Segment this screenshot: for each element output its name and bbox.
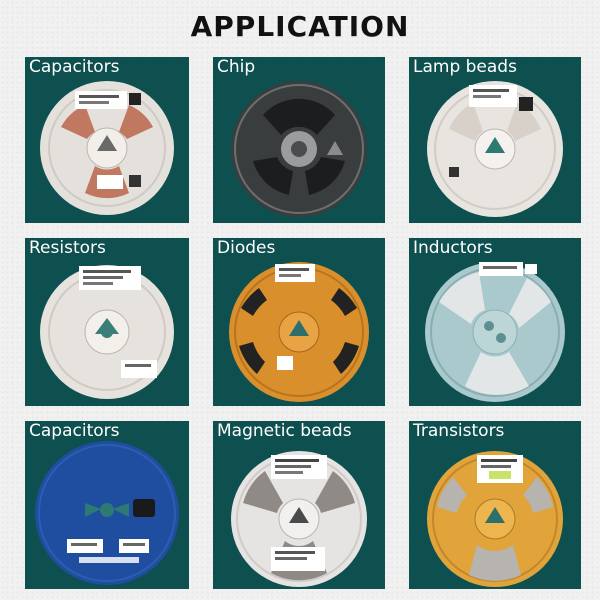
white-reel-icon bbox=[231, 451, 367, 587]
tile-label: Inductors bbox=[413, 238, 493, 258]
white-reel-icon bbox=[40, 265, 174, 399]
orange-reel-icon bbox=[229, 262, 369, 402]
page-title: APPLICATION bbox=[190, 10, 410, 43]
tile-label: Magnetic beads bbox=[217, 421, 352, 441]
black-reel-icon bbox=[231, 81, 367, 217]
tile-chip[interactable]: Chip bbox=[213, 57, 385, 223]
orange-reel-icon bbox=[427, 451, 563, 587]
white-reel-icon bbox=[427, 81, 563, 217]
white-reel-icon bbox=[40, 81, 174, 215]
tile-diodes[interactable]: Diodes bbox=[213, 238, 385, 406]
tile-magnetic-beads[interactable]: Magnetic beads bbox=[213, 421, 385, 589]
tile-capacitors[interactable]: Capacitors bbox=[25, 57, 189, 223]
tile-label: Resistors bbox=[29, 238, 106, 258]
tile-label: Transistors bbox=[413, 421, 505, 441]
tile-transistors[interactable]: Transistors bbox=[409, 421, 581, 589]
tile-resistors[interactable]: Resistors bbox=[25, 238, 189, 406]
blue-reel-icon bbox=[35, 441, 179, 585]
tile-label: Lamp beads bbox=[413, 57, 517, 77]
tile-lamp-beads[interactable]: Lamp beads bbox=[409, 57, 581, 223]
teal-reel-icon bbox=[425, 262, 565, 402]
tile-capacitors-blue[interactable]: Capacitors bbox=[25, 421, 189, 589]
tile-inductors[interactable]: Inductors bbox=[409, 238, 581, 406]
tile-label: Chip bbox=[217, 57, 256, 77]
application-grid: Capacitors Chip Lam bbox=[25, 57, 589, 589]
tile-label: Capacitors bbox=[29, 421, 120, 441]
tile-label: Diodes bbox=[217, 238, 276, 258]
tile-label: Capacitors bbox=[29, 57, 120, 77]
